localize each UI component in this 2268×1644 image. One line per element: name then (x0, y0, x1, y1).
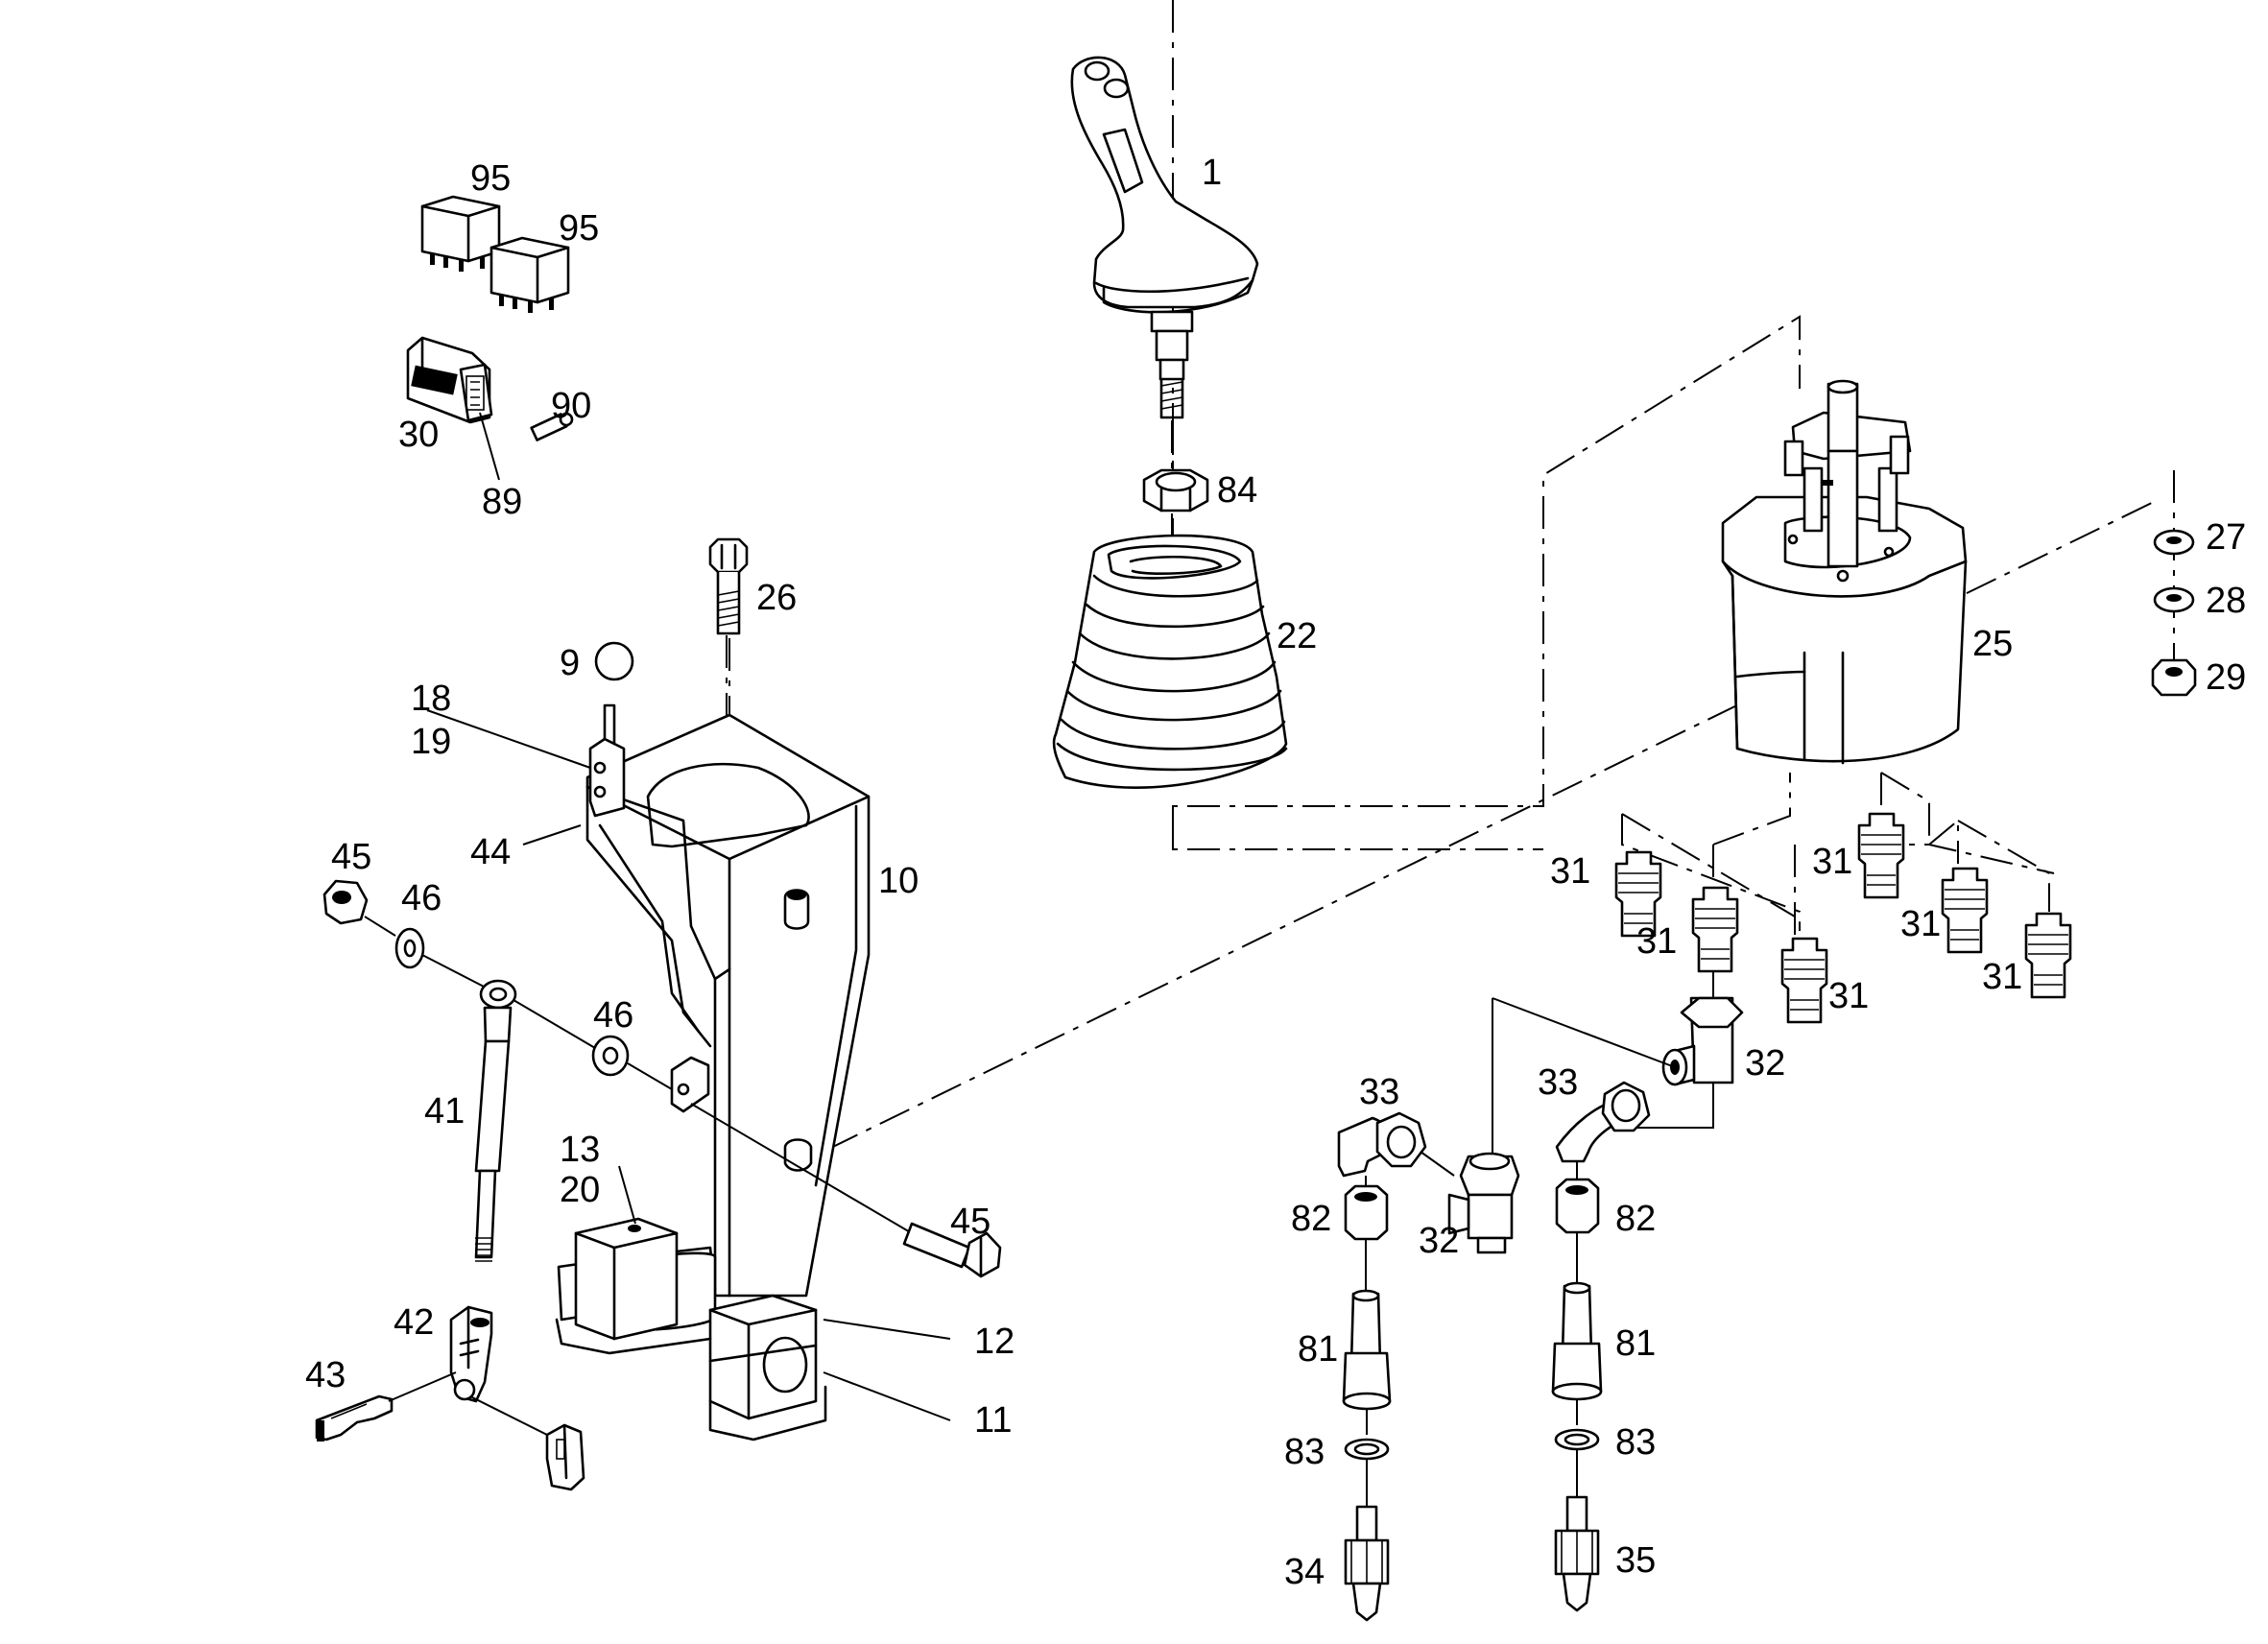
callout-90: 90 (551, 386, 591, 426)
clevis-yoke (545, 1423, 585, 1491)
elbow-33-left (1337, 1111, 1427, 1178)
nut-29 (2151, 658, 2197, 697)
rubber-boot (1052, 534, 1288, 789)
pin-90 (530, 412, 574, 441)
fitting-34 (1344, 1505, 1390, 1622)
callout-89: 89 (482, 482, 522, 522)
callout-33: 33 (1359, 1072, 1399, 1112)
callout-leaders (426, 709, 951, 1421)
callout-29: 29 (2206, 657, 2246, 698)
nut-82-right (1555, 1178, 1600, 1234)
washer-83-left (1344, 1438, 1390, 1461)
callout-31: 31 (1900, 904, 1941, 944)
callout-31: 31 (1982, 957, 2022, 997)
nut-45-left (322, 879, 369, 925)
washer-46-left (394, 927, 425, 969)
callout-43: 43 (305, 1355, 346, 1395)
callout-10: 10 (878, 861, 919, 901)
connector-30 (406, 336, 493, 424)
callout-26: 26 (756, 578, 797, 618)
callout-45: 45 (950, 1202, 991, 1242)
ball-9 (594, 641, 634, 681)
callout-11: 11 (974, 1400, 1012, 1441)
callout-12: 12 (974, 1322, 1015, 1362)
callout-81: 81 (1615, 1323, 1656, 1364)
washer-28 (2153, 586, 2195, 613)
fitting-35 (1554, 1495, 1600, 1612)
callout-46: 46 (593, 995, 633, 1036)
callout-labels: 1 84 22 95 95 90 30 89 26 9 18 19 44 10 … (305, 153, 2246, 1592)
fitting-31-5 (1941, 867, 1989, 954)
callout-20: 20 (560, 1170, 600, 1210)
fitting-31-6 (2024, 912, 2072, 999)
callout-31: 31 (1550, 851, 1590, 892)
bolt-26 (708, 537, 749, 635)
callout-22: 22 (1277, 616, 1317, 656)
clevis-42 (449, 1305, 493, 1403)
callout-19: 19 (411, 722, 451, 762)
callout-95: 95 (470, 158, 511, 199)
nut-82-left (1344, 1184, 1389, 1241)
nut-84 (1142, 468, 1209, 512)
joystick-handle (1070, 56, 1259, 470)
fitting-31-3 (1780, 937, 1828, 1024)
callout-31: 31 (1828, 976, 1869, 1016)
callout-82: 82 (1291, 1199, 1331, 1239)
callout-30: 30 (398, 415, 439, 455)
sleeve-81-left (1342, 1289, 1392, 1411)
callout-25: 25 (1972, 624, 2013, 664)
callout-44: 44 (470, 832, 511, 872)
main-bracket (555, 703, 871, 1441)
bolt-45-right (902, 1222, 1002, 1278)
callout-28: 28 (2206, 581, 2246, 621)
callout-31: 31 (1636, 921, 1677, 962)
spring-clip-43 (315, 1394, 394, 1441)
fitting-31-1 (1614, 850, 1662, 938)
sleeve-81-right (1551, 1281, 1603, 1401)
gas-spring-41 (474, 979, 517, 1262)
tee-32-bottom (1447, 1152, 1520, 1254)
control-valve-25 (1721, 379, 1968, 765)
relay-95-b (489, 236, 570, 313)
callout-34: 34 (1284, 1552, 1325, 1592)
callout-42: 42 (394, 1302, 434, 1343)
callout-41: 41 (424, 1091, 465, 1132)
callout-95: 95 (559, 208, 599, 249)
callout-83: 83 (1284, 1432, 1325, 1472)
callout-35: 35 (1615, 1540, 1656, 1581)
callout-33: 33 (1538, 1062, 1578, 1103)
relay-95-a (420, 195, 501, 272)
callout-84: 84 (1217, 470, 1257, 511)
callout-18: 18 (411, 679, 451, 719)
callout-45: 45 (331, 837, 371, 877)
callout-9: 9 (560, 643, 580, 683)
washer-83-right (1554, 1428, 1600, 1451)
callout-46: 46 (401, 878, 442, 918)
callout-32: 32 (1419, 1221, 1459, 1261)
callout-27: 27 (2206, 517, 2246, 558)
callout-83: 83 (1615, 1422, 1656, 1463)
callout-1: 1 (1202, 153, 1222, 193)
callout-31: 31 (1812, 842, 1852, 882)
washer-46-right (591, 1035, 630, 1077)
tee-32-top (1661, 996, 1744, 1086)
elbow-33-right (1555, 1081, 1651, 1163)
callout-81: 81 (1298, 1329, 1338, 1370)
fitting-31-2 (1691, 886, 1739, 973)
callout-13: 13 (560, 1130, 600, 1170)
washer-27 (2153, 529, 2195, 556)
callout-32: 32 (1745, 1043, 1785, 1084)
fitting-31-4 (1857, 812, 1905, 899)
callout-82: 82 (1615, 1199, 1656, 1239)
